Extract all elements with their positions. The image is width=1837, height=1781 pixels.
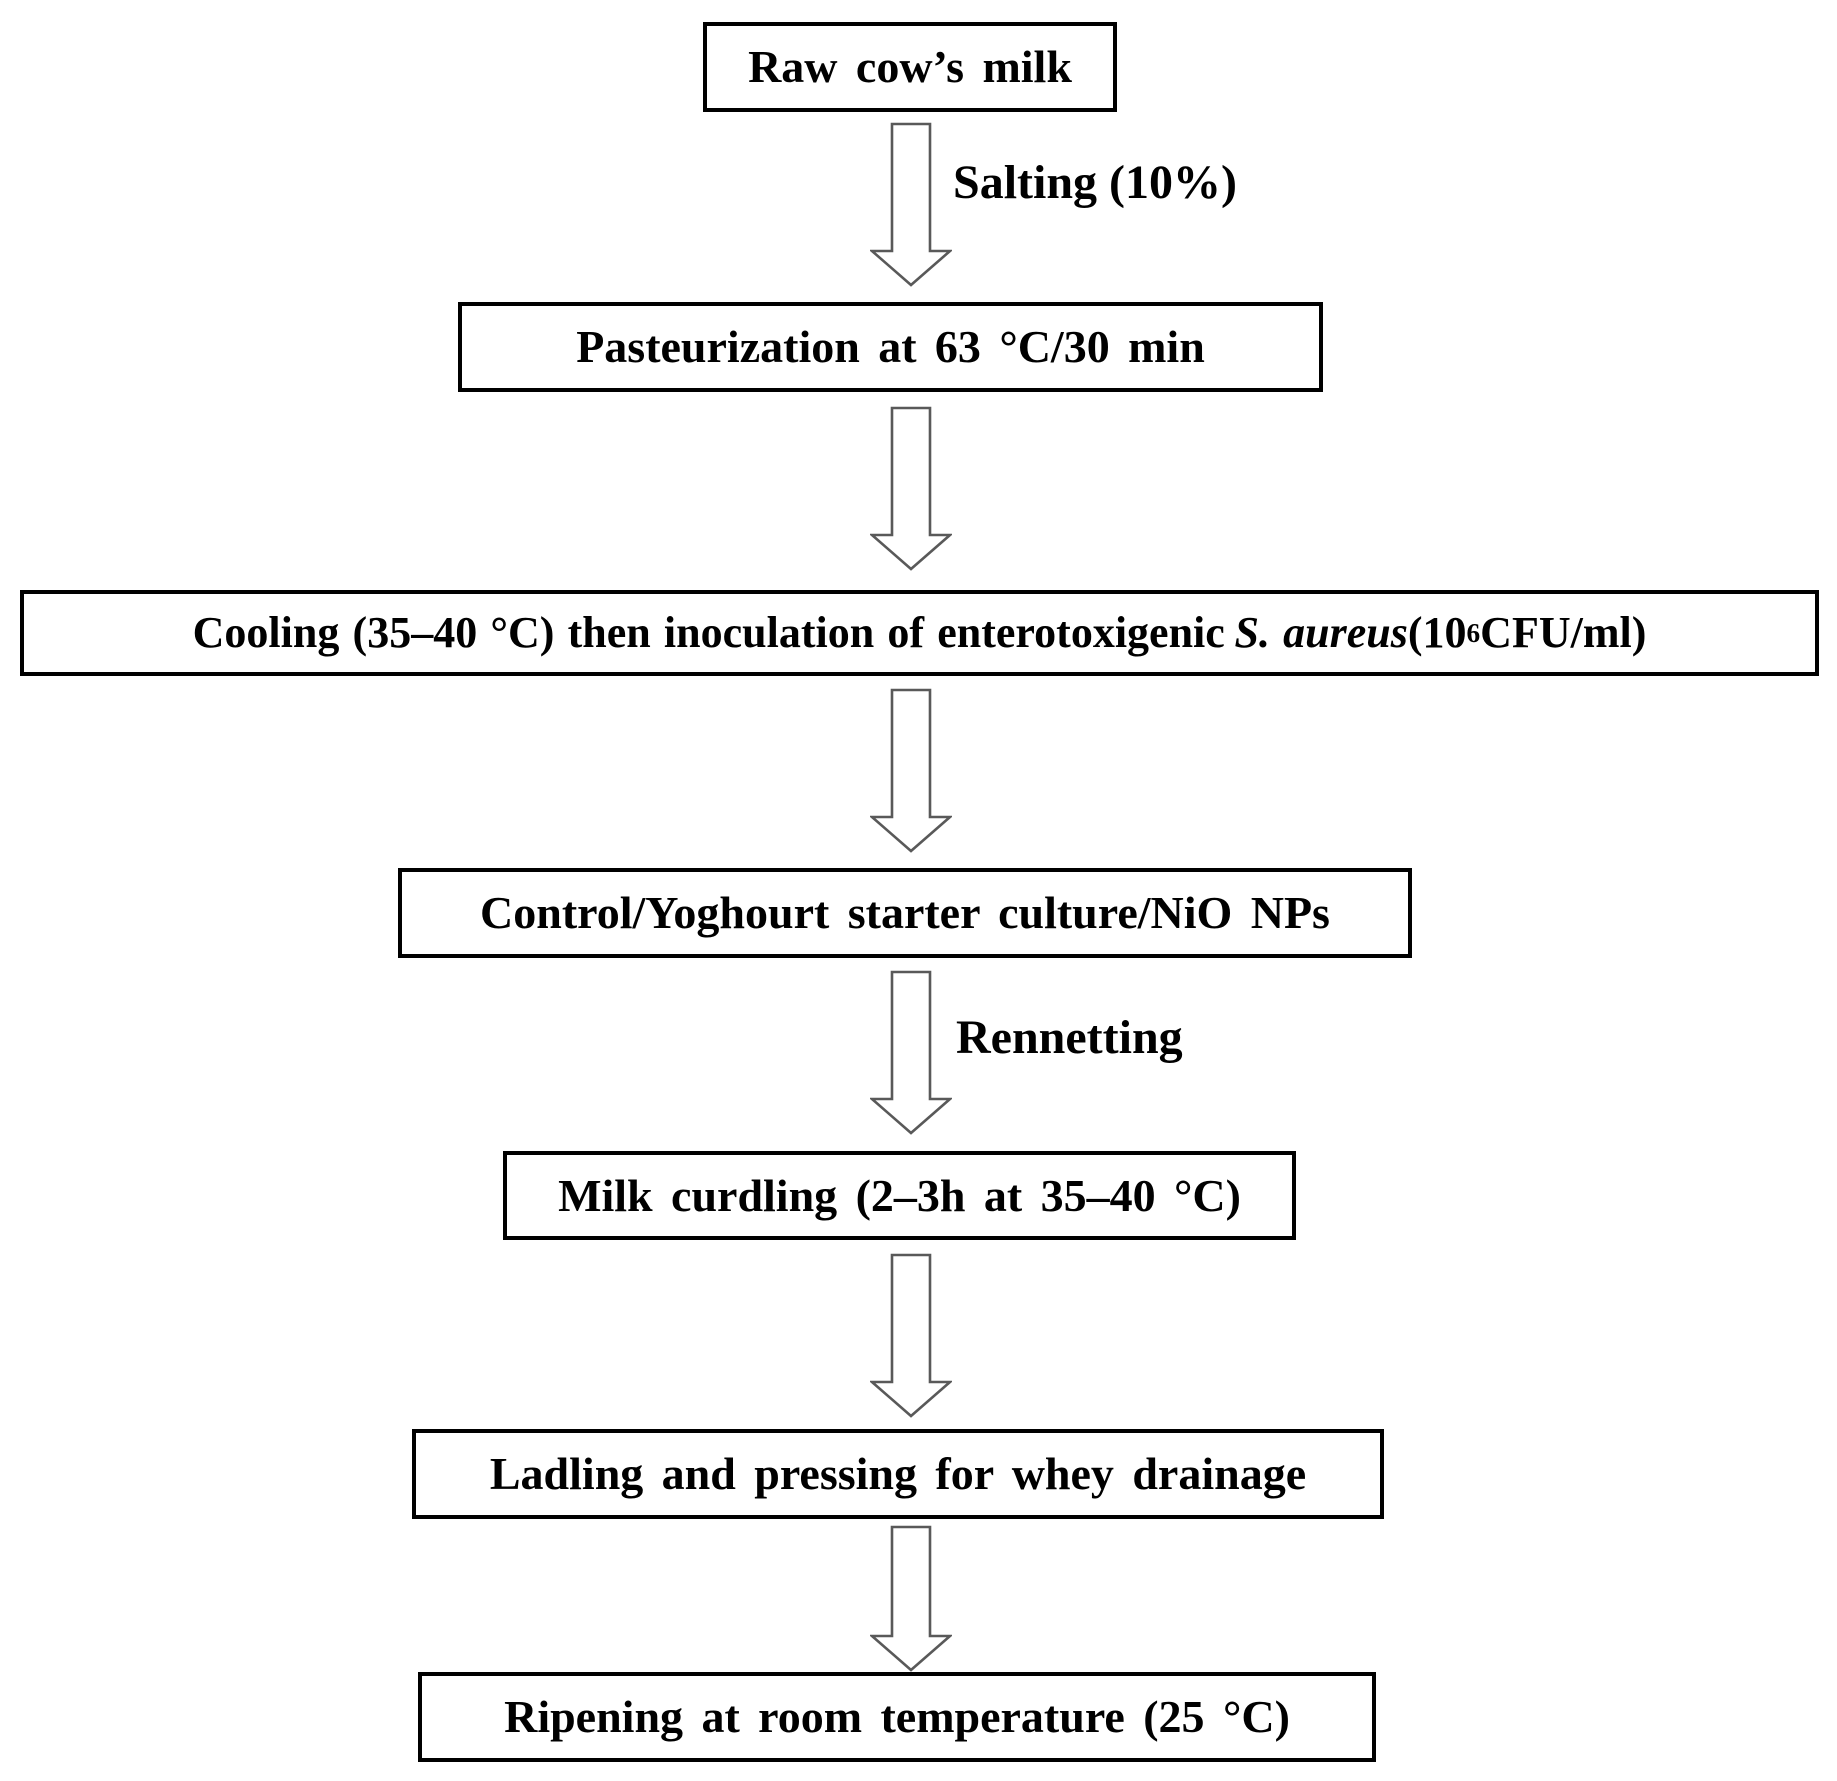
arrow-down-icon — [870, 688, 952, 853]
arrow-down-icon — [870, 122, 952, 287]
node-starter-culture: Control/Yoghourt starter culture/NiO NPs — [398, 868, 1412, 958]
node-ripening: Ripening at room temperature (25 °C) — [418, 1672, 1376, 1762]
node-ripening-label: Ripening at room temperature (25 °C) — [504, 1691, 1290, 1742]
node-pasteurization: Pasteurization at 63 °C/30 min — [458, 302, 1323, 392]
node-milk-curdling-label: Milk curdling (2–3h at 35–40 °C) — [558, 1169, 1241, 1221]
node-ladling-pressing: Ladling and pressing for whey drainage — [412, 1429, 1384, 1519]
arrow-down-icon — [870, 1253, 952, 1418]
node-raw-milk: Raw cow’s milk — [703, 22, 1117, 112]
cooling-text-part2: (10 — [1407, 608, 1467, 657]
cooling-text-part1: Cooling (35–40 °C) then inoculation of e… — [192, 608, 1225, 657]
node-cooling-inoculation: Cooling (35–40 °C) then inoculation of e… — [20, 590, 1819, 676]
species-name: S. aureus — [1234, 608, 1408, 657]
rennetting-label: Rennetting — [956, 1011, 1183, 1064]
arrow-down-icon — [870, 406, 952, 571]
node-raw-milk-label: Raw cow’s milk — [748, 41, 1072, 92]
node-milk-curdling: Milk curdling (2–3h at 35–40 °C) — [503, 1151, 1296, 1240]
salting-label: Salting (10%) — [953, 156, 1238, 209]
node-starter-culture-label: Control/Yoghourt starter culture/NiO NPs — [480, 887, 1330, 938]
arrow-down-icon — [870, 970, 952, 1135]
cooling-text-part3: CFU/ml) — [1480, 608, 1647, 657]
node-pasteurization-label: Pasteurization at 63 °C/30 min — [576, 321, 1205, 372]
arrow-down-icon — [870, 1525, 952, 1672]
node-ladling-pressing-label: Ladling and pressing for whey drainage — [489, 1448, 1307, 1499]
